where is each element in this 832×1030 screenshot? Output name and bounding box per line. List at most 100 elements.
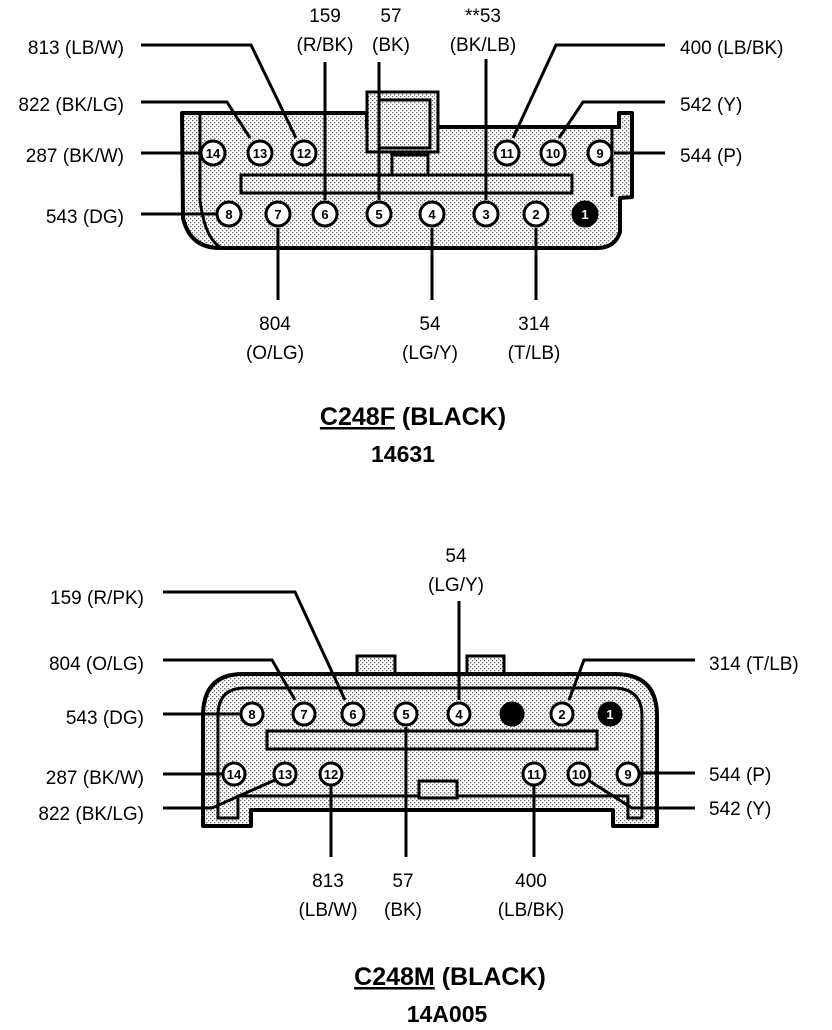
terminal-position-assurance-bar [239, 173, 574, 195]
svg-text:1: 1 [606, 707, 613, 722]
part-number: 14A005 [407, 1001, 488, 1027]
wire-label-804-color: (O/LG) [246, 343, 304, 364]
pin-3: 3 [472, 200, 500, 228]
connector-title: C248F (BLACK) [320, 403, 506, 431]
svg-text:11: 11 [500, 146, 514, 161]
pin-6: 6 [311, 200, 339, 228]
wire-label-57-color: (BK) [384, 900, 422, 921]
pin-1: 1 [571, 200, 599, 228]
svg-text:5: 5 [375, 207, 382, 222]
svg-text:7: 7 [300, 707, 307, 722]
pin-7: 7 [264, 200, 292, 228]
svg-text:6: 6 [349, 707, 356, 722]
pin-9: 9 [615, 761, 641, 787]
wire-label-314-number: 314 [518, 314, 550, 335]
svg-text:3: 3 [482, 207, 489, 222]
wire-label-542: 542 (Y) [709, 799, 771, 820]
connector-c248m: 8 7 6 5 4 3 2 1 14 13 12 11 10 9 159 (R/… [38, 546, 798, 1027]
wire-label-813-color: (LB/W) [298, 900, 357, 921]
wire-label-54-color: (LG/Y) [428, 575, 484, 596]
pin-11: 11 [521, 761, 547, 787]
pin-5: 5 [365, 200, 393, 228]
wire-label-159-color: (R/BK) [297, 35, 354, 56]
svg-text:2: 2 [558, 707, 565, 722]
wire-label-57-number: 57 [380, 6, 401, 27]
wire-label-53-color: (BK/LB) [450, 35, 517, 56]
wire-leads [163, 590, 695, 857]
wire-label-813: 813 (LB/W) [28, 38, 124, 59]
wire-label-822: 822 (BK/LG) [38, 804, 144, 825]
wire-label-54-number: 54 [445, 546, 467, 567]
svg-text:12: 12 [297, 146, 311, 161]
wire-label-804-number: 804 [259, 314, 291, 335]
pin-11: 11 [493, 139, 521, 167]
wire-label-54-number: 54 [419, 314, 441, 335]
svg-text:4: 4 [455, 707, 463, 722]
svg-text:9: 9 [624, 767, 631, 782]
pin-7: 7 [291, 701, 317, 727]
svg-text:8: 8 [225, 207, 232, 222]
wire-label-543: 543 (DG) [46, 207, 124, 228]
wire-label-159: 159 (R/PK) [50, 588, 144, 609]
wire-label-314-color: (T/LB) [508, 343, 561, 364]
svg-text:4: 4 [428, 207, 436, 222]
pin-12: 12 [290, 139, 318, 167]
wire-label-400-color: (LB/BK) [498, 900, 565, 921]
pin-9: 9 [586, 139, 614, 167]
pin-14: 14 [199, 139, 227, 167]
svg-text:14: 14 [227, 767, 242, 782]
svg-text:5: 5 [402, 707, 409, 722]
latch-tab-left [355, 654, 397, 676]
wire-label-804: 804 (O/LG) [49, 654, 144, 675]
svg-text:13: 13 [253, 146, 267, 161]
wire-label-400: 400 (LB/BK) [680, 38, 784, 59]
pin-8: 8 [215, 200, 243, 228]
svg-text:12: 12 [324, 767, 338, 782]
wire-label-159-number: 159 [309, 6, 341, 27]
connector-title: C248M (BLACK) [354, 963, 546, 991]
svg-text:8: 8 [248, 707, 255, 722]
pin-10: 10 [566, 761, 592, 787]
wire-label-544: 544 (P) [680, 146, 742, 167]
pin-13: 13 [272, 761, 298, 787]
svg-text:3: 3 [508, 707, 515, 722]
pin-5: 5 [393, 701, 419, 727]
pin-6: 6 [340, 701, 366, 727]
svg-text:9: 9 [596, 146, 603, 161]
wire-label-544: 544 (P) [709, 765, 771, 786]
pin-4: 4 [418, 200, 446, 228]
part-number: 14631 [371, 441, 435, 467]
wire-label-287: 287 (BK/W) [46, 768, 144, 789]
keyway-slot [390, 153, 430, 177]
wire-labels: 159 (R/PK) 804 (O/LG) 543 (DG) 287 (BK/W… [38, 546, 798, 921]
wire-label-57-color: (BK) [372, 35, 410, 56]
pin-10: 10 [539, 139, 567, 167]
svg-text:14: 14 [206, 146, 221, 161]
wire-label-53-number: **53 [465, 6, 501, 27]
wire-label-57-number: 57 [392, 871, 413, 892]
svg-text:6: 6 [321, 207, 328, 222]
svg-text:1: 1 [581, 207, 588, 222]
svg-text:10: 10 [546, 146, 560, 161]
wire-labels: 287 (BK/W) 822 (BK/LG) 813 (LB/W) 159 (R… [18, 6, 783, 364]
keyway-slot [417, 779, 459, 800]
wire-label-400-number: 400 [515, 871, 547, 892]
svg-text:2: 2 [532, 207, 539, 222]
wire-leads [141, 43, 665, 300]
pin-4: 4 [446, 701, 472, 727]
pin-3: 3 [499, 701, 525, 727]
pin-14: 14 [221, 761, 247, 787]
pin-13: 13 [246, 139, 274, 167]
wire-label-287: 287 (BK/W) [26, 146, 124, 167]
wire-label-54-color: (LG/Y) [402, 343, 458, 364]
svg-text:7: 7 [274, 207, 281, 222]
svg-text:10: 10 [572, 767, 586, 782]
terminal-position-assurance-bar [265, 729, 599, 751]
wire-label-813-number: 813 [312, 871, 344, 892]
svg-text:11: 11 [527, 767, 541, 782]
wire-label-822: 822 (BK/LG) [18, 95, 124, 116]
pin-2: 2 [522, 200, 550, 228]
pin-12: 12 [318, 761, 344, 787]
latch-tab-right [465, 654, 506, 676]
